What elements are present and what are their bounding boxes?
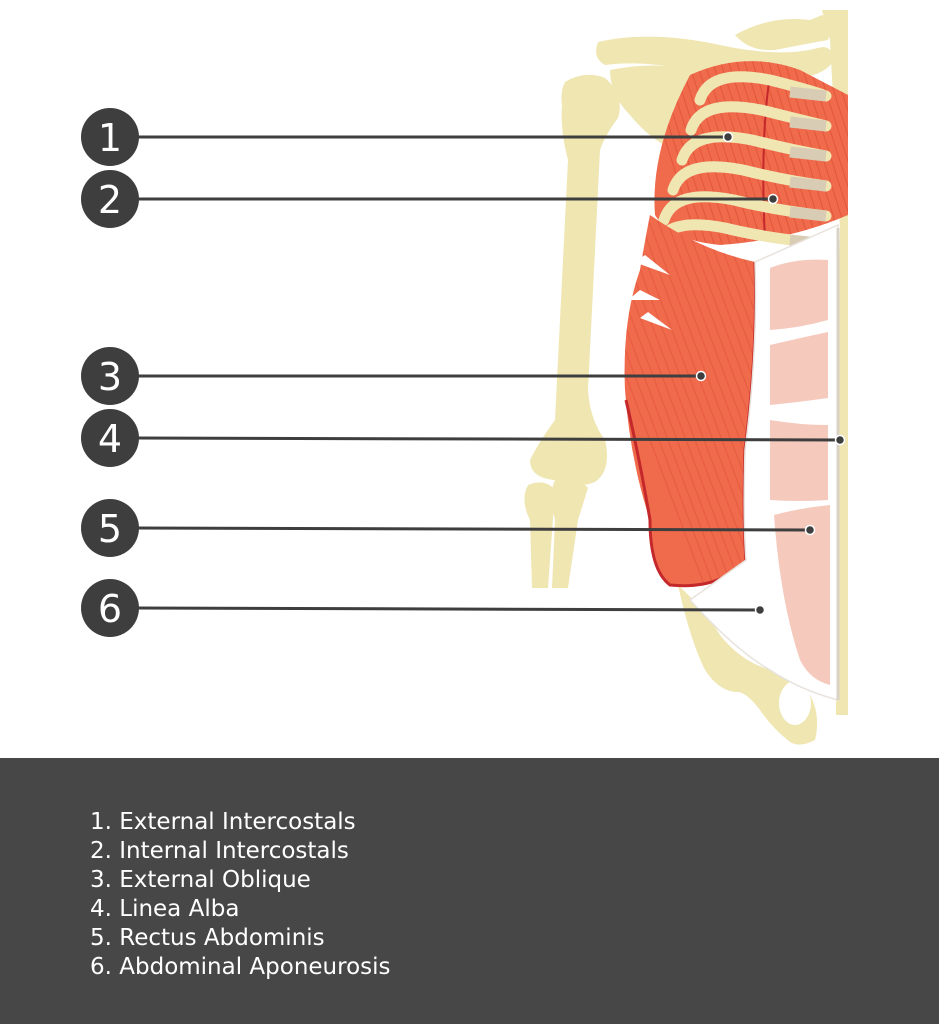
leader-dot-linea-alba	[834, 434, 846, 446]
marker-number-3: 3	[98, 355, 122, 399]
marker-circle-1	[81, 108, 139, 166]
intercostal-fiber	[719, 61, 781, 245]
marker-circle-3	[81, 347, 139, 405]
serratus-notches	[628, 255, 672, 330]
oblique-fiber	[848, 200, 939, 600]
marker-number-2: 2	[98, 178, 122, 222]
intercostal-fiber	[654, 61, 701, 245]
marker-number-4: 4	[98, 417, 122, 461]
rectus-segment	[770, 420, 828, 501]
marker-circle-6	[81, 579, 139, 637]
oblique-fiber	[624, 215, 738, 586]
marker-circle-5	[81, 499, 139, 557]
oblique-fiber	[649, 215, 756, 586]
intercostal-fiber	[839, 61, 848, 245]
intercostal-fiber	[847, 61, 848, 245]
marker-number-1: 1	[98, 116, 122, 160]
external-oblique-muscle	[624, 200, 939, 600]
anatomy-figure: 1 2 3 4 5 6	[81, 10, 939, 745]
oblique-fiber	[866, 200, 939, 600]
legend-panel: 1. External Intercostals 2. Internal Int…	[0, 758, 939, 1024]
intercostal-fiber	[735, 61, 797, 245]
legend-item-3: 3. External Oblique	[90, 867, 311, 893]
intercostal-fiber	[872, 60, 932, 250]
oblique-fiber	[902, 200, 939, 600]
oblique-fiber	[911, 200, 939, 600]
rib-cage	[649, 60, 932, 254]
marker-circle-4	[81, 409, 139, 467]
intercostal-fiber	[864, 60, 924, 250]
oblique-fiber	[658, 215, 756, 586]
legend-item-4: 4. Linea Alba	[90, 896, 240, 922]
oblique-fiber	[624, 215, 720, 586]
leader-dot-external-intercostals	[722, 131, 734, 143]
oblique-fiber	[893, 200, 939, 600]
marker-number-5: 5	[98, 507, 122, 551]
legend-item-2: 2. Internal Intercostals	[90, 838, 349, 864]
costal-cartilage	[789, 116, 827, 132]
legend-item-6: 6. Abdominal Aponeurosis	[90, 954, 391, 980]
leader-dot-internal-intercostals	[767, 193, 779, 205]
marker-group: 1 2 3 4 5 6	[81, 108, 846, 637]
oblique-fiber	[875, 200, 939, 600]
intercostal-fiber	[671, 61, 733, 245]
marker-number-6: 6	[98, 587, 122, 631]
marker-circle-2	[81, 170, 139, 228]
legend-item-1: 1. External Intercostals	[90, 809, 356, 835]
costal-cartilage	[789, 176, 827, 192]
oblique-fiber	[839, 200, 939, 600]
oblique-fiber	[857, 200, 939, 600]
ulna	[551, 479, 588, 588]
intercostal-fiber	[711, 61, 773, 245]
leader-dot-external-oblique	[695, 370, 707, 382]
oblique-fiber	[640, 215, 756, 586]
oblique-fiber	[884, 200, 939, 600]
intercostal-fiber	[703, 61, 765, 245]
rectus-segment	[770, 332, 828, 405]
costal-cartilage	[789, 206, 827, 222]
oblique-fiber	[721, 215, 756, 586]
intercostal-fiber	[856, 60, 916, 250]
costal-cartilage	[789, 146, 827, 162]
oblique-fiber	[703, 215, 756, 586]
external-oblique-shape	[624, 215, 756, 586]
leader-line-linea-alba	[135, 436, 841, 442]
oblique-fiber	[624, 215, 729, 586]
oblique-fiber	[694, 215, 756, 586]
costal-cartilage	[789, 86, 827, 102]
intercostal-fiber	[679, 61, 741, 245]
intercostal-fiber	[743, 61, 805, 245]
leader-dot-rectus-abdominis	[804, 524, 816, 536]
intercostal-division	[762, 74, 771, 241]
rectus-segment	[770, 259, 828, 330]
oblique-fiber	[685, 215, 756, 586]
legend-item-5: 5. Rectus Abdominis	[90, 925, 325, 951]
leader-line-rectus-abdominis	[135, 526, 811, 532]
intercostal-fiber	[727, 61, 789, 245]
oblique-fiber	[624, 215, 711, 586]
ribs	[649, 71, 832, 254]
leader-dot-abdominal-aponeurosis	[754, 604, 766, 616]
leader-line-abdominal-aponeurosis	[135, 606, 761, 612]
oblique-fiber	[712, 215, 756, 586]
oblique-fiber	[667, 215, 756, 586]
radius	[524, 482, 555, 588]
anatomy-illustration: 1 2 3 4 5 6	[81, 10, 939, 745]
oblique-fiber	[624, 215, 747, 586]
intercostal-fiber	[823, 61, 848, 245]
humerus	[530, 74, 620, 486]
rectus-segment	[774, 505, 830, 685]
obturator-foramen	[779, 681, 811, 725]
legend-list: 1. External Intercostals 2. Internal Int…	[90, 808, 391, 982]
upper-ribs-left	[735, 15, 831, 51]
